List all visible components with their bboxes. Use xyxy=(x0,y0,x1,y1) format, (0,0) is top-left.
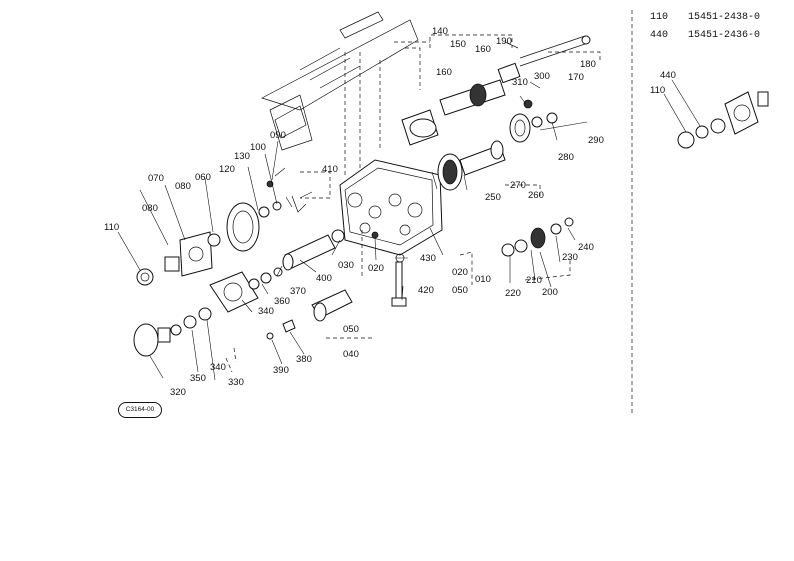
callout-140: 140 xyxy=(432,26,448,37)
note-ref-no: 110 xyxy=(650,12,669,23)
note-ref-no: 440 xyxy=(650,30,669,41)
callout-430: 430 xyxy=(420,253,436,264)
callout-350: 350 xyxy=(190,373,206,384)
center-shaft xyxy=(282,229,379,271)
callout-180: 180 xyxy=(580,59,596,70)
callout-420: 420 xyxy=(418,285,434,296)
callout-050-b: 050 xyxy=(452,285,468,296)
callout-110-inset: 110 xyxy=(650,85,665,96)
callout-190: 190 xyxy=(496,36,512,47)
callout-060: 060 xyxy=(195,172,211,183)
callout-080-b: 080 xyxy=(142,203,158,214)
callout-030: 030 xyxy=(338,260,354,271)
callout-160-b: 160 xyxy=(436,67,452,78)
callout-220: 220 xyxy=(505,288,521,299)
callout-370: 370 xyxy=(290,286,306,297)
callout-170: 170 xyxy=(568,72,584,83)
callout-090: 090 xyxy=(270,130,286,141)
detail-inset xyxy=(631,10,769,415)
callout-260: 260 xyxy=(528,190,544,201)
callout-210: 210 xyxy=(526,275,542,286)
callout-120: 120 xyxy=(219,164,235,175)
callout-290: 290 xyxy=(588,135,604,146)
callout-200: 200 xyxy=(542,287,558,298)
callout-070: 070 xyxy=(148,173,164,184)
callout-160: 160 xyxy=(475,44,491,55)
callout-020-b: 020 xyxy=(452,267,468,278)
note-part-number: 15451-2438-0 xyxy=(688,12,761,23)
right-small-parts xyxy=(501,217,574,257)
callout-440: 440 xyxy=(660,70,676,81)
note-part-number: 15451-2436-0 xyxy=(688,30,761,41)
callout-390: 390 xyxy=(273,365,289,376)
figure-tag: C3164-00 xyxy=(118,402,162,418)
callout-150: 150 xyxy=(450,39,466,50)
callout-130: 130 xyxy=(234,151,250,162)
callout-110: 110 xyxy=(104,222,119,233)
callout-400: 400 xyxy=(316,273,332,284)
callout-040: 040 xyxy=(343,349,359,360)
callout-340-b: 340 xyxy=(210,362,226,373)
callout-340: 340 xyxy=(258,306,274,317)
callout-010: 010 xyxy=(475,274,491,285)
callout-410: 410 xyxy=(322,164,338,175)
callout-300: 300 xyxy=(534,71,550,82)
callout-050: 050 xyxy=(343,324,359,335)
part-number-note-440: 440 15451-2436-0 xyxy=(650,30,760,41)
callout-230: 230 xyxy=(562,252,578,263)
callout-330: 330 xyxy=(228,377,244,388)
callout-240: 240 xyxy=(578,242,594,253)
callout-360: 360 xyxy=(274,296,290,307)
callout-320: 320 xyxy=(170,387,186,398)
callout-270: 270 xyxy=(510,180,526,191)
callout-380: 380 xyxy=(296,354,312,365)
callout-250: 250 xyxy=(485,192,501,203)
left-gear-train xyxy=(136,167,307,286)
leader-lines xyxy=(117,34,701,381)
engine-block-outline xyxy=(261,11,430,175)
mid-shaft-gear-assembly xyxy=(437,112,558,191)
callout-310: 310 xyxy=(512,77,528,88)
callout-labels: 010 020 020 030 040 050 050 060 070 080 … xyxy=(104,26,676,398)
top-shaft-assembly xyxy=(401,35,591,146)
part-number-note-110: 110 15451-2438-0 xyxy=(650,12,760,23)
pump-gear-assembly xyxy=(133,307,212,357)
callout-080: 080 xyxy=(175,181,191,192)
callout-280: 280 xyxy=(558,152,574,163)
callout-020: 020 xyxy=(368,263,384,274)
gear-case-housing xyxy=(339,159,443,256)
callout-100: 100 xyxy=(250,142,266,153)
lower-pump-assembly xyxy=(209,253,407,340)
